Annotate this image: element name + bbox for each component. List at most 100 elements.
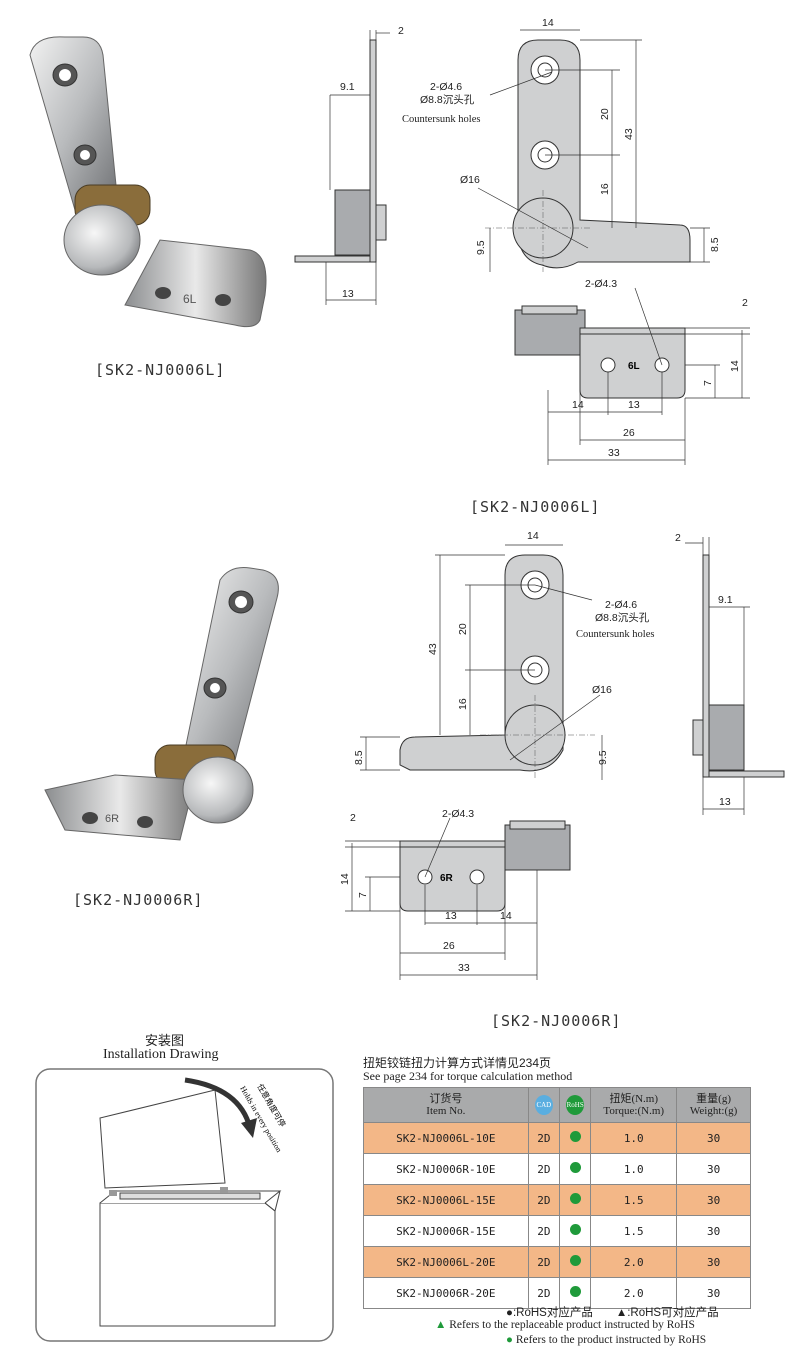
cell-rohs (558, 1246, 592, 1278)
header-item-cn: 订货号 (429, 1093, 463, 1105)
cad-icon: CAD (534, 1095, 553, 1115)
cell-item: SK2-NJ0006R-15E (363, 1215, 529, 1247)
legend-cn-text: ●:RoHS对应产品 ▲:RoHS可对应产品 (506, 1307, 719, 1319)
cell-torque: 1.0 (590, 1153, 678, 1185)
dim-h-8-5: 8.5 (709, 237, 721, 252)
technical-drawing-l: 2 9.1 13 14 20 43 16 8.5 9.5 Ø16 2-Ø4.6 … (294, 17, 750, 465)
header-torque: 扭矩(N.m)Torque:(N.m) (590, 1087, 678, 1123)
hinge-photo-left: 6L (29, 36, 267, 328)
header-rohs: RoHS (558, 1087, 592, 1123)
cell-weight: 30 (676, 1277, 751, 1309)
installation-title-cn: 安装图 (145, 1033, 185, 1048)
bottom-view-r: 6R 2-Ø4.3 2 14 7 13 14 26 33 (339, 808, 571, 980)
cell-item: SK2-NJ0006R-20E (363, 1277, 529, 1309)
dim-bottom-holes: 2-Ø4.3 (585, 278, 617, 290)
rohs-dot-icon (569, 1286, 581, 1297)
triangle-icon: ▲ (435, 1319, 450, 1331)
dim-width-14-r: 14 (527, 530, 539, 542)
dim-b-26-r: 26 (443, 940, 455, 952)
header-cad: CAD (527, 1087, 561, 1123)
front-view-r: 14 43 20 16 8.5 9.5 Ø16 2-Ø4.6 Ø8.8沉头孔 C… (353, 530, 654, 780)
dim-b-7: 7 (702, 380, 714, 386)
dim-side-width: 13 (342, 288, 354, 300)
table-row: SK2-NJ0006R-15E 2D 1.5 30 (363, 1215, 751, 1247)
rohs-dot-icon (569, 1255, 581, 1266)
cell-rohs (558, 1184, 592, 1216)
legend-cn: ●:RoHS对应产品 ▲:RoHS可对应产品 (506, 1304, 719, 1320)
cell-weight: 30 (676, 1122, 751, 1154)
dim-hole-spec-r: 2-Ø4.6 (605, 599, 637, 611)
cell-item: SK2-NJ0006R-10E (363, 1153, 529, 1185)
dim-b-2: 2 (742, 297, 748, 309)
circle-icon: ● (506, 1334, 516, 1346)
dim-dia-16: Ø16 (460, 174, 480, 186)
cell-weight: 30 (676, 1215, 751, 1247)
caption-photo-l: [SK2-NJ0006L] (95, 361, 226, 379)
photo-mark-r: 6R (105, 813, 119, 825)
header-weight-cn: 重量(g) (696, 1093, 731, 1105)
cell-weight: 30 (676, 1184, 751, 1216)
cell-torque: 2.0 (590, 1277, 678, 1309)
table-row: SK2-NJ0006L-15E 2D 1.5 30 (363, 1184, 751, 1216)
rohs-dot-icon (569, 1224, 581, 1235)
dim-b-33: 33 (608, 447, 620, 459)
dim-h-9-5: 9.5 (475, 240, 487, 255)
dim-b-26: 26 (623, 427, 635, 439)
dim-countersink-r: Ø8.8沉头孔 (595, 611, 650, 624)
cell-cad: 2D (527, 1184, 561, 1216)
cell-torque: 1.5 (590, 1215, 678, 1247)
dim-b-14-r: 14 (339, 873, 351, 885)
dim-b-14x-r: 14 (500, 910, 512, 922)
dim-h-9-5-r: 9.5 (597, 750, 609, 765)
dim-hole-spacing-r: 20 (457, 623, 469, 635)
dim-b-33-r: 33 (458, 962, 470, 974)
legend-en-1-text: Refers to the replaceable product instru… (449, 1319, 695, 1331)
cell-rohs (558, 1277, 592, 1309)
cell-cad: 2D (527, 1153, 561, 1185)
cell-rohs (558, 1153, 592, 1185)
dim-hole-spacing: 20 (599, 108, 611, 120)
table-title-en: See page 234 for torque calculation meth… (363, 1069, 573, 1083)
cell-torque: 2.0 (590, 1246, 678, 1278)
dim-countersink: Ø8.8沉头孔 (420, 93, 475, 106)
cell-item: SK2-NJ0006L-15E (363, 1184, 529, 1216)
legend-en-2-text: Refers to the product instructed by RoHS (515, 1334, 707, 1346)
installation-title-en: Installation Drawing (103, 1047, 219, 1062)
cell-weight: 30 (676, 1153, 751, 1185)
dim-h-8-5-r: 8.5 (353, 750, 365, 765)
rohs-dot-icon (569, 1193, 581, 1204)
drawing-mark-l: 6L (628, 361, 640, 372)
dim-side-offset-r: 9.1 (718, 594, 733, 606)
cell-torque: 1.0 (590, 1122, 678, 1154)
header-torque-cn: 扭矩(N.m) (609, 1093, 659, 1105)
header-weight: 重量(g)Weight:(g) (676, 1087, 751, 1123)
rohs-dot-icon (569, 1131, 581, 1142)
dim-height-16: 16 (599, 183, 611, 195)
bottom-view-l: 6L 2-Ø4.3 2 14 7 14 13 26 33 (514, 278, 750, 465)
drawing-mark-r: 6R (440, 873, 454, 884)
dim-side-thickness: 2 (398, 25, 404, 37)
dim-countersink-en-r: Countersunk holes (576, 629, 654, 640)
dim-b-14: 14 (729, 360, 741, 372)
table-row: SK2-NJ0006L-10E 2D 1.0 30 (363, 1122, 751, 1154)
table-row: SK2-NJ0006R-20E 2D 2.0 30 (363, 1277, 751, 1309)
dim-side-offset: 9.1 (340, 81, 355, 93)
dim-side-width-r: 13 (719, 796, 731, 808)
header-weight-en: Weight:(g) (689, 1105, 738, 1117)
caption-drawing-l: [SK2-NJ0006L] (470, 498, 601, 516)
hinge-photo-right: 6R (44, 567, 279, 841)
dim-b-7-r: 7 (357, 892, 369, 898)
side-view-l: 2 9.1 13 (294, 25, 404, 305)
rohs-icon: RoHS (566, 1095, 585, 1115)
caption-drawing-r: [SK2-NJ0006R] (491, 1012, 622, 1030)
table-title-cn: 扭矩铰链扭力计算方式详情见234页 (363, 1056, 552, 1070)
dim-countersink-en: Countersunk holes (402, 114, 480, 125)
installation-drawing: Holds in every position 任意角度可停 (35, 1068, 334, 1342)
dim-side-thickness-r: 2 (675, 532, 681, 544)
rohs-dot-icon (569, 1162, 581, 1173)
header-torque-en: Torque:(N.m) (603, 1105, 665, 1117)
cell-weight: 30 (676, 1246, 751, 1278)
header-item-en: Item No. (426, 1105, 466, 1117)
dim-b-13: 13 (628, 399, 640, 411)
